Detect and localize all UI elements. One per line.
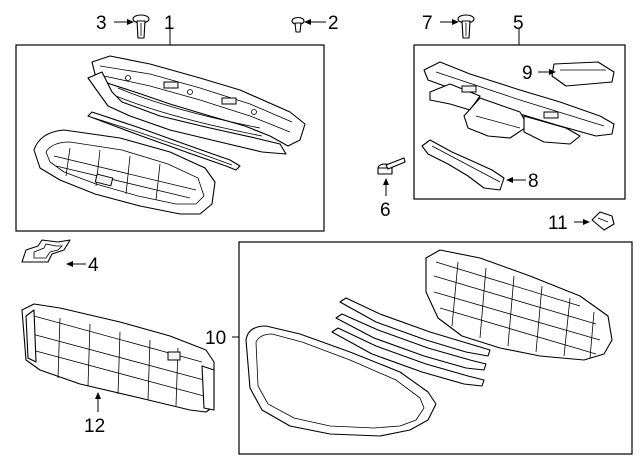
callout-3: 3 [96, 13, 107, 34]
callout-2: 2 [328, 13, 339, 34]
callout-12: 12 [84, 416, 105, 437]
grille-moldings [331, 297, 491, 387]
bowtie-emblem-4 [21, 239, 71, 263]
push-pin-fastener-7 [457, 14, 475, 39]
bolt-fastener-6 [377, 157, 406, 175]
lower-grille-12 [21, 303, 215, 413]
assembly-box-5 [413, 28, 626, 200]
callout-numbers: 1 2 3 4 5 6 7 8 9 10 11 12 [84, 13, 568, 437]
callout-8: 8 [528, 171, 539, 192]
deflector-bracket [551, 61, 615, 87]
assembly-box-1 [15, 28, 325, 232]
lower-grille-insert [33, 129, 216, 215]
callout-9: 9 [522, 63, 533, 84]
callout-1: 1 [164, 13, 175, 34]
grille-surround [245, 325, 437, 437]
callout-leaders [66, 19, 590, 412]
callout-4: 4 [88, 255, 99, 276]
callout-7: 7 [422, 13, 433, 34]
callout-11: 11 [548, 213, 568, 234]
air-deflector [423, 61, 615, 145]
clip-fastener-2 [291, 16, 305, 33]
main-grille [425, 249, 613, 361]
callout-5: 5 [513, 13, 524, 34]
callout-10: 10 [205, 328, 226, 349]
push-pin-fastener-3 [132, 14, 150, 39]
upper-grille-frame [87, 55, 306, 155]
retainer-clip-11 [591, 211, 615, 231]
grille-molding-strip [87, 111, 241, 171]
lower-deflector [421, 139, 505, 191]
assembly-box-10 [232, 241, 633, 455]
callout-6: 6 [380, 200, 391, 221]
